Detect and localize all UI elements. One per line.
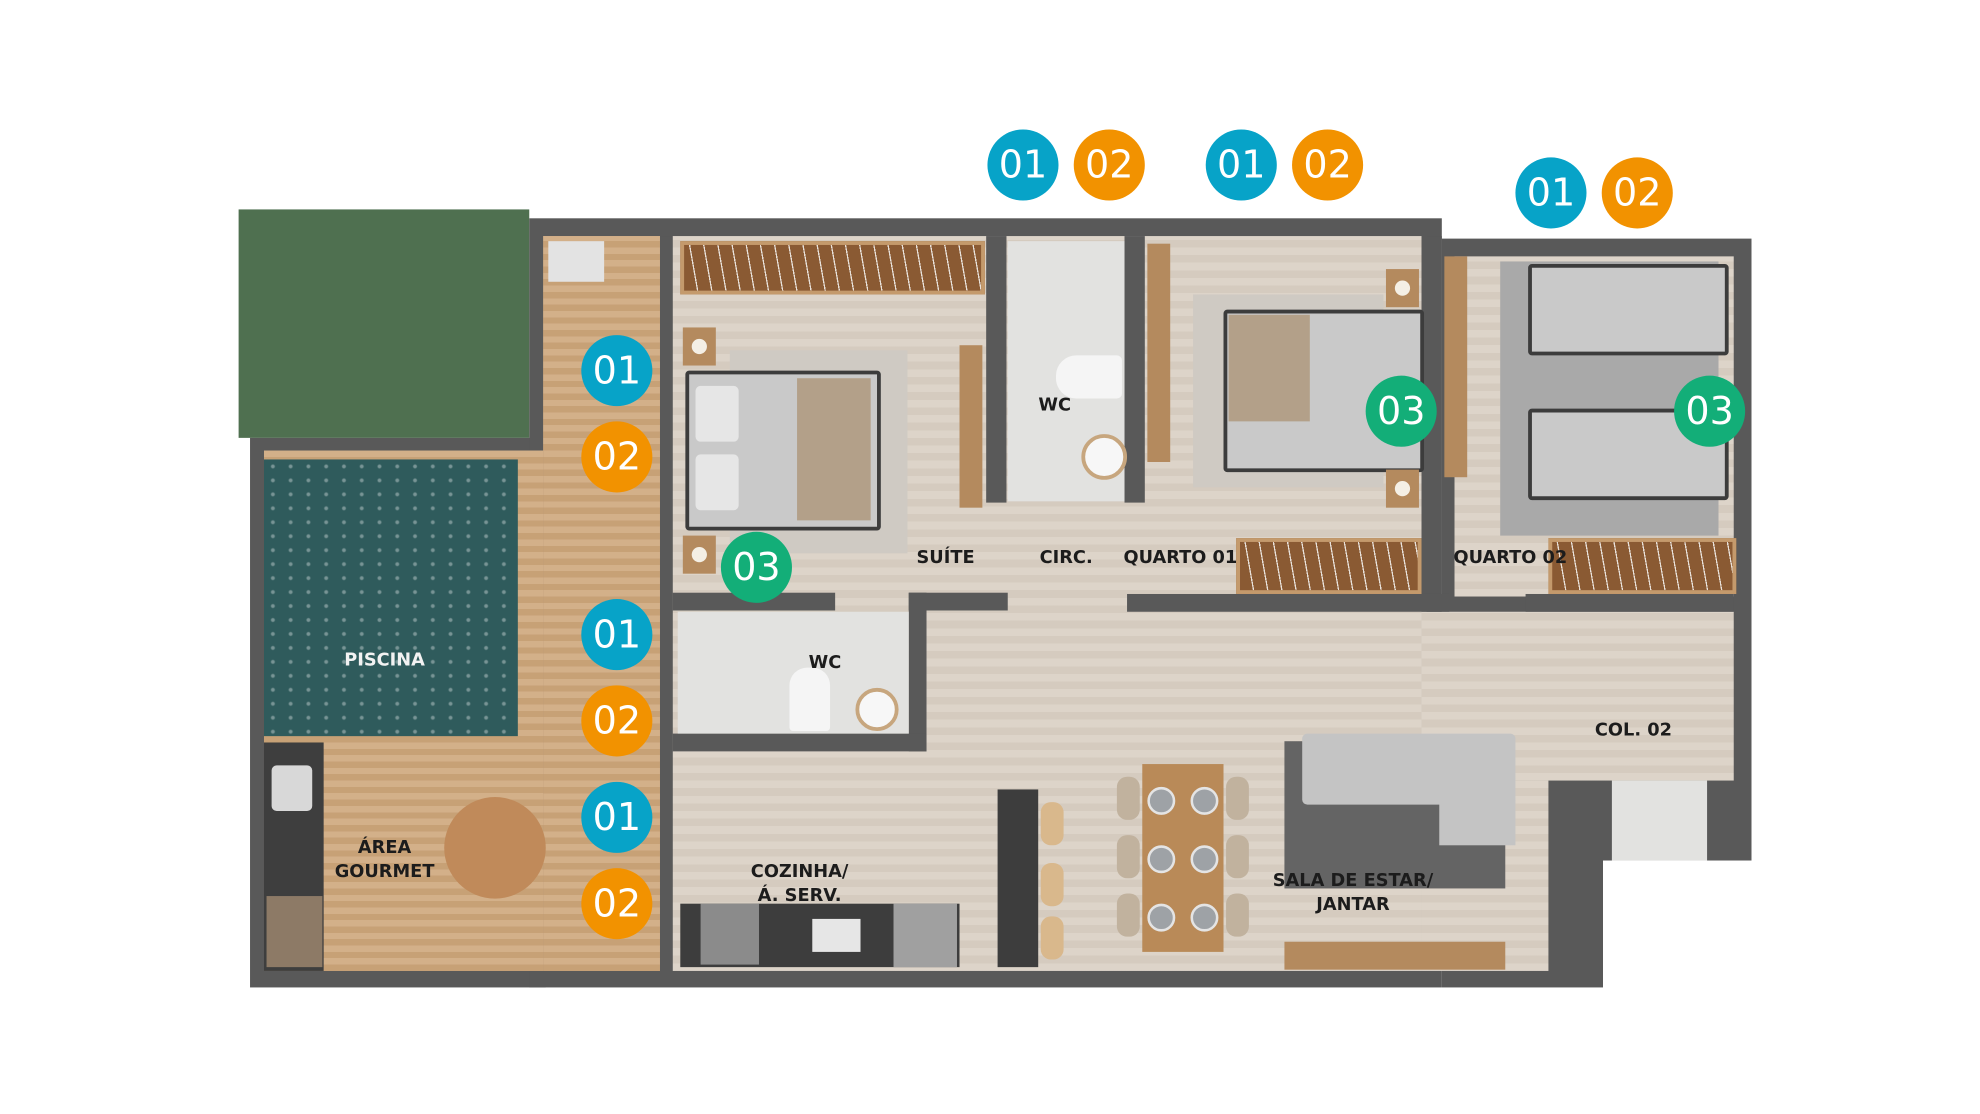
badge-01[interactable]: 01 bbox=[581, 599, 653, 671]
badge-03[interactable]: 03 bbox=[1365, 375, 1437, 447]
label-line: ÁREA bbox=[357, 837, 412, 858]
bed-blanket bbox=[1228, 314, 1310, 422]
stool bbox=[1040, 863, 1064, 907]
label-line: COZINHA/ bbox=[750, 861, 849, 883]
chair bbox=[1226, 893, 1249, 937]
sofa-chaise bbox=[1439, 799, 1516, 846]
badge-01[interactable]: 01 bbox=[1515, 157, 1587, 229]
entry-tile bbox=[1611, 780, 1708, 861]
nightstand bbox=[682, 327, 716, 366]
plate bbox=[1190, 903, 1219, 932]
wall bbox=[908, 592, 927, 752]
sofa bbox=[1302, 733, 1516, 805]
chair bbox=[1116, 893, 1140, 937]
room-label-wc-suite: WC bbox=[808, 653, 842, 674]
room-label-suite: SUÍTE bbox=[916, 547, 975, 568]
washbasin-icon bbox=[855, 687, 899, 732]
wall bbox=[659, 236, 673, 971]
tv-stand bbox=[1284, 941, 1506, 970]
badge-03[interactable]: 03 bbox=[720, 531, 792, 603]
stool bbox=[1040, 916, 1064, 960]
outdoor-sink bbox=[548, 241, 605, 282]
wall bbox=[1127, 593, 1450, 612]
washing-machine bbox=[893, 903, 957, 968]
room-label-area-gourmet: ÁREA GOURMET bbox=[335, 836, 435, 884]
toilet-icon bbox=[789, 667, 831, 732]
kitchen-island bbox=[997, 789, 1039, 968]
wall bbox=[986, 236, 1007, 503]
badge-02[interactable]: 02 bbox=[1292, 129, 1364, 201]
room-label-cozinha: COZINHA/Á. SERV. bbox=[751, 861, 849, 909]
tv-panel bbox=[1147, 243, 1171, 462]
wall bbox=[1525, 593, 1734, 612]
wardrobe bbox=[680, 241, 985, 295]
bed-blanket bbox=[797, 378, 871, 521]
wardrobe bbox=[1236, 538, 1422, 594]
plate bbox=[1190, 786, 1219, 815]
wall bbox=[1124, 236, 1145, 503]
nightstand bbox=[1385, 469, 1419, 508]
plate bbox=[1190, 845, 1219, 874]
room-label-col02: COL. 02 bbox=[1594, 720, 1673, 741]
nightstand bbox=[682, 535, 716, 574]
chair bbox=[1226, 776, 1249, 820]
tv-panel bbox=[959, 345, 983, 508]
badge-01[interactable]: 01 bbox=[987, 129, 1059, 201]
pillow bbox=[695, 454, 739, 511]
badge-02[interactable]: 02 bbox=[581, 685, 653, 757]
grill bbox=[266, 896, 323, 968]
plate bbox=[1147, 903, 1176, 932]
room-label-piscina: PISCINA bbox=[344, 650, 425, 671]
label-line: Á. SERV. bbox=[757, 885, 842, 907]
stove-icon bbox=[700, 903, 759, 965]
badge-02[interactable]: 02 bbox=[1601, 157, 1673, 229]
washbasin-icon bbox=[1081, 434, 1128, 480]
kitchen-sink bbox=[812, 918, 861, 952]
pool bbox=[263, 459, 518, 737]
tv-panel bbox=[1444, 256, 1468, 478]
room-label-sala: SALA DE ESTAR/JANTAR bbox=[1273, 869, 1433, 917]
badge-01[interactable]: 01 bbox=[581, 335, 653, 407]
badge-02[interactable]: 02 bbox=[581, 868, 653, 940]
chair bbox=[1116, 776, 1140, 820]
stool bbox=[1040, 802, 1064, 846]
badge-02[interactable]: 02 bbox=[581, 421, 653, 493]
sink bbox=[271, 765, 313, 812]
plate bbox=[1147, 786, 1176, 815]
pillow bbox=[695, 385, 739, 442]
label-line: JANTAR bbox=[1316, 894, 1390, 916]
room-label-wc-top: WC bbox=[1038, 395, 1072, 416]
label-line: GOURMET bbox=[334, 861, 435, 883]
wardrobe bbox=[1548, 538, 1737, 594]
chair bbox=[1116, 835, 1140, 879]
room-label-quarto-01: QUARTO 01 bbox=[1123, 547, 1238, 568]
plate bbox=[1147, 845, 1176, 874]
nightstand bbox=[1385, 269, 1419, 308]
chair bbox=[1226, 835, 1249, 879]
label-line: SALA DE ESTAR/ bbox=[1272, 870, 1434, 891]
badge-01[interactable]: 01 bbox=[1205, 129, 1277, 201]
single-bed bbox=[1528, 263, 1729, 356]
wall bbox=[908, 592, 1008, 611]
badge-01[interactable]: 01 bbox=[581, 781, 653, 853]
garden-area bbox=[238, 209, 530, 438]
wall bbox=[672, 733, 927, 752]
room-label-circ: CIRC. bbox=[1039, 547, 1093, 568]
badge-03[interactable]: 03 bbox=[1674, 375, 1746, 447]
room-label-quarto-02: QUARTO 02 bbox=[1453, 547, 1568, 568]
toilet-icon bbox=[1055, 355, 1122, 399]
round-table bbox=[444, 797, 546, 899]
badge-02[interactable]: 02 bbox=[1073, 129, 1145, 201]
